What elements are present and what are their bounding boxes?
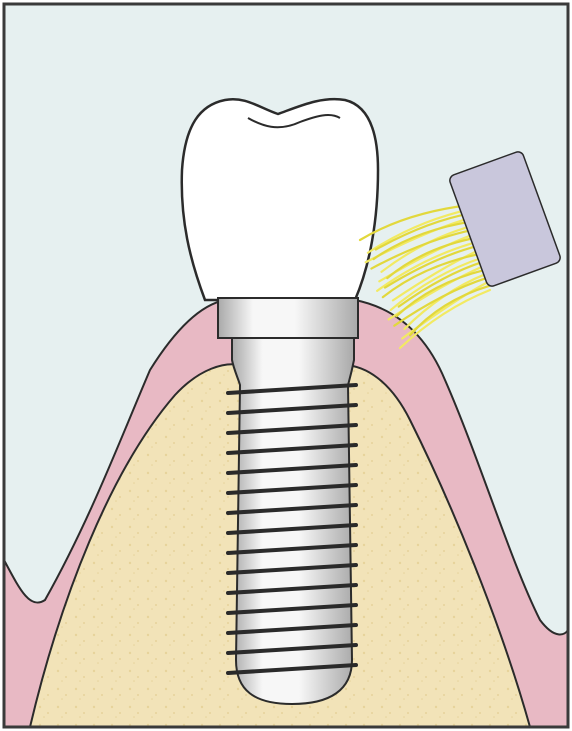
tooth-crown: [182, 99, 378, 300]
implant-abutment: [218, 298, 358, 338]
